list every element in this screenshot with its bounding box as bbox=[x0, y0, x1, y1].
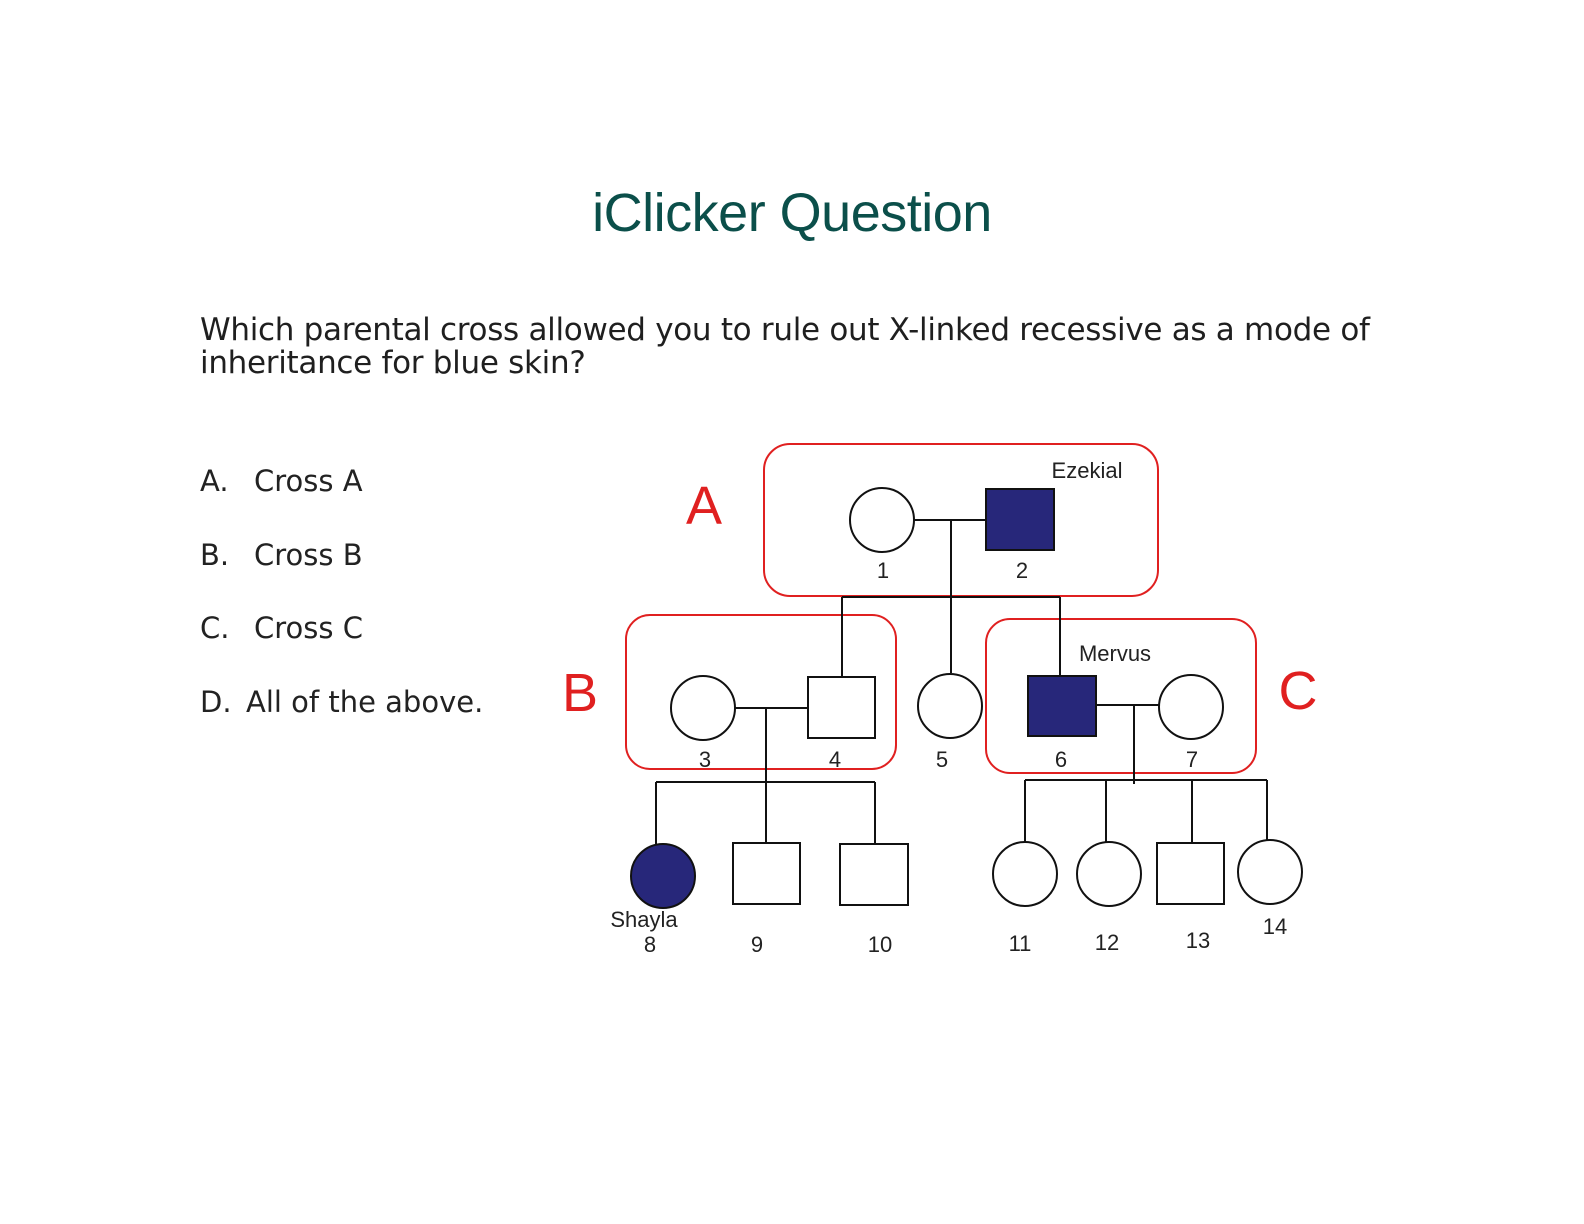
individual-3-female bbox=[670, 675, 736, 741]
id-label: 1 bbox=[877, 558, 889, 583]
id-label: 2 bbox=[1016, 558, 1028, 583]
choice-text: Cross C bbox=[254, 611, 363, 645]
individual-7-female bbox=[1158, 674, 1224, 740]
id-label: 4 bbox=[829, 747, 841, 772]
id-label: 14 bbox=[1263, 914, 1287, 939]
individual-4-male bbox=[807, 676, 876, 739]
choice-letter: D. bbox=[200, 685, 232, 719]
name-ezekial: Ezekial bbox=[1052, 458, 1123, 483]
pedigree-individuals bbox=[630, 487, 1303, 909]
choice-a[interactable]: A. Cross A bbox=[200, 464, 363, 498]
question-text: Which parental cross allowed you to rule… bbox=[200, 312, 1370, 381]
cross-label-c: C bbox=[1279, 661, 1318, 721]
individual-11-female bbox=[992, 841, 1058, 907]
id-label: 10 bbox=[868, 932, 892, 957]
choice-b[interactable]: B. Cross B bbox=[200, 538, 363, 572]
choice-letter: C. bbox=[200, 611, 230, 645]
cross-boxes bbox=[625, 443, 1257, 774]
individual-2-male bbox=[985, 488, 1055, 551]
individual-8-female bbox=[630, 843, 696, 909]
individual-13-male bbox=[1156, 842, 1225, 905]
id-label: 5 bbox=[936, 747, 948, 772]
choice-text: Cross A bbox=[254, 464, 363, 498]
choice-letter: B. bbox=[200, 538, 230, 572]
id-label: 8 bbox=[644, 932, 656, 957]
individual-14-female bbox=[1237, 839, 1303, 905]
name-shayla: Shayla bbox=[610, 907, 678, 932]
cross-b-box bbox=[625, 614, 897, 770]
name-mervus: Mervus bbox=[1079, 641, 1151, 666]
choice-text: Cross B bbox=[254, 538, 363, 572]
individual-1-female bbox=[849, 487, 915, 553]
individual-12-female bbox=[1076, 841, 1142, 907]
id-label: 7 bbox=[1186, 747, 1198, 772]
slide-title: iClicker Question bbox=[592, 183, 992, 243]
pedigree-lines bbox=[655, 519, 1268, 845]
choice-letter: A. bbox=[200, 464, 229, 498]
choice-text: All of the above. bbox=[246, 685, 484, 719]
choice-c[interactable]: C. Cross C bbox=[200, 611, 363, 645]
id-label: 12 bbox=[1095, 930, 1119, 955]
choice-d[interactable]: D. All of the above. bbox=[200, 685, 483, 719]
id-label: 9 bbox=[751, 932, 763, 957]
individual-9-male bbox=[732, 842, 801, 905]
individual-10-male bbox=[839, 843, 909, 906]
id-label: 11 bbox=[1009, 931, 1032, 956]
id-label: 6 bbox=[1055, 747, 1067, 772]
id-label: 3 bbox=[699, 747, 711, 772]
cross-label-a: A bbox=[686, 476, 722, 536]
individual-6-male bbox=[1027, 675, 1097, 737]
id-label: 13 bbox=[1186, 928, 1210, 953]
individual-5-female bbox=[917, 673, 983, 739]
cross-c-box bbox=[985, 618, 1257, 774]
cross-label-b: B bbox=[562, 663, 598, 723]
individual-ids: 1 2 3 4 5 6 7 8 9 10 11 12 13 14 bbox=[644, 558, 1287, 957]
